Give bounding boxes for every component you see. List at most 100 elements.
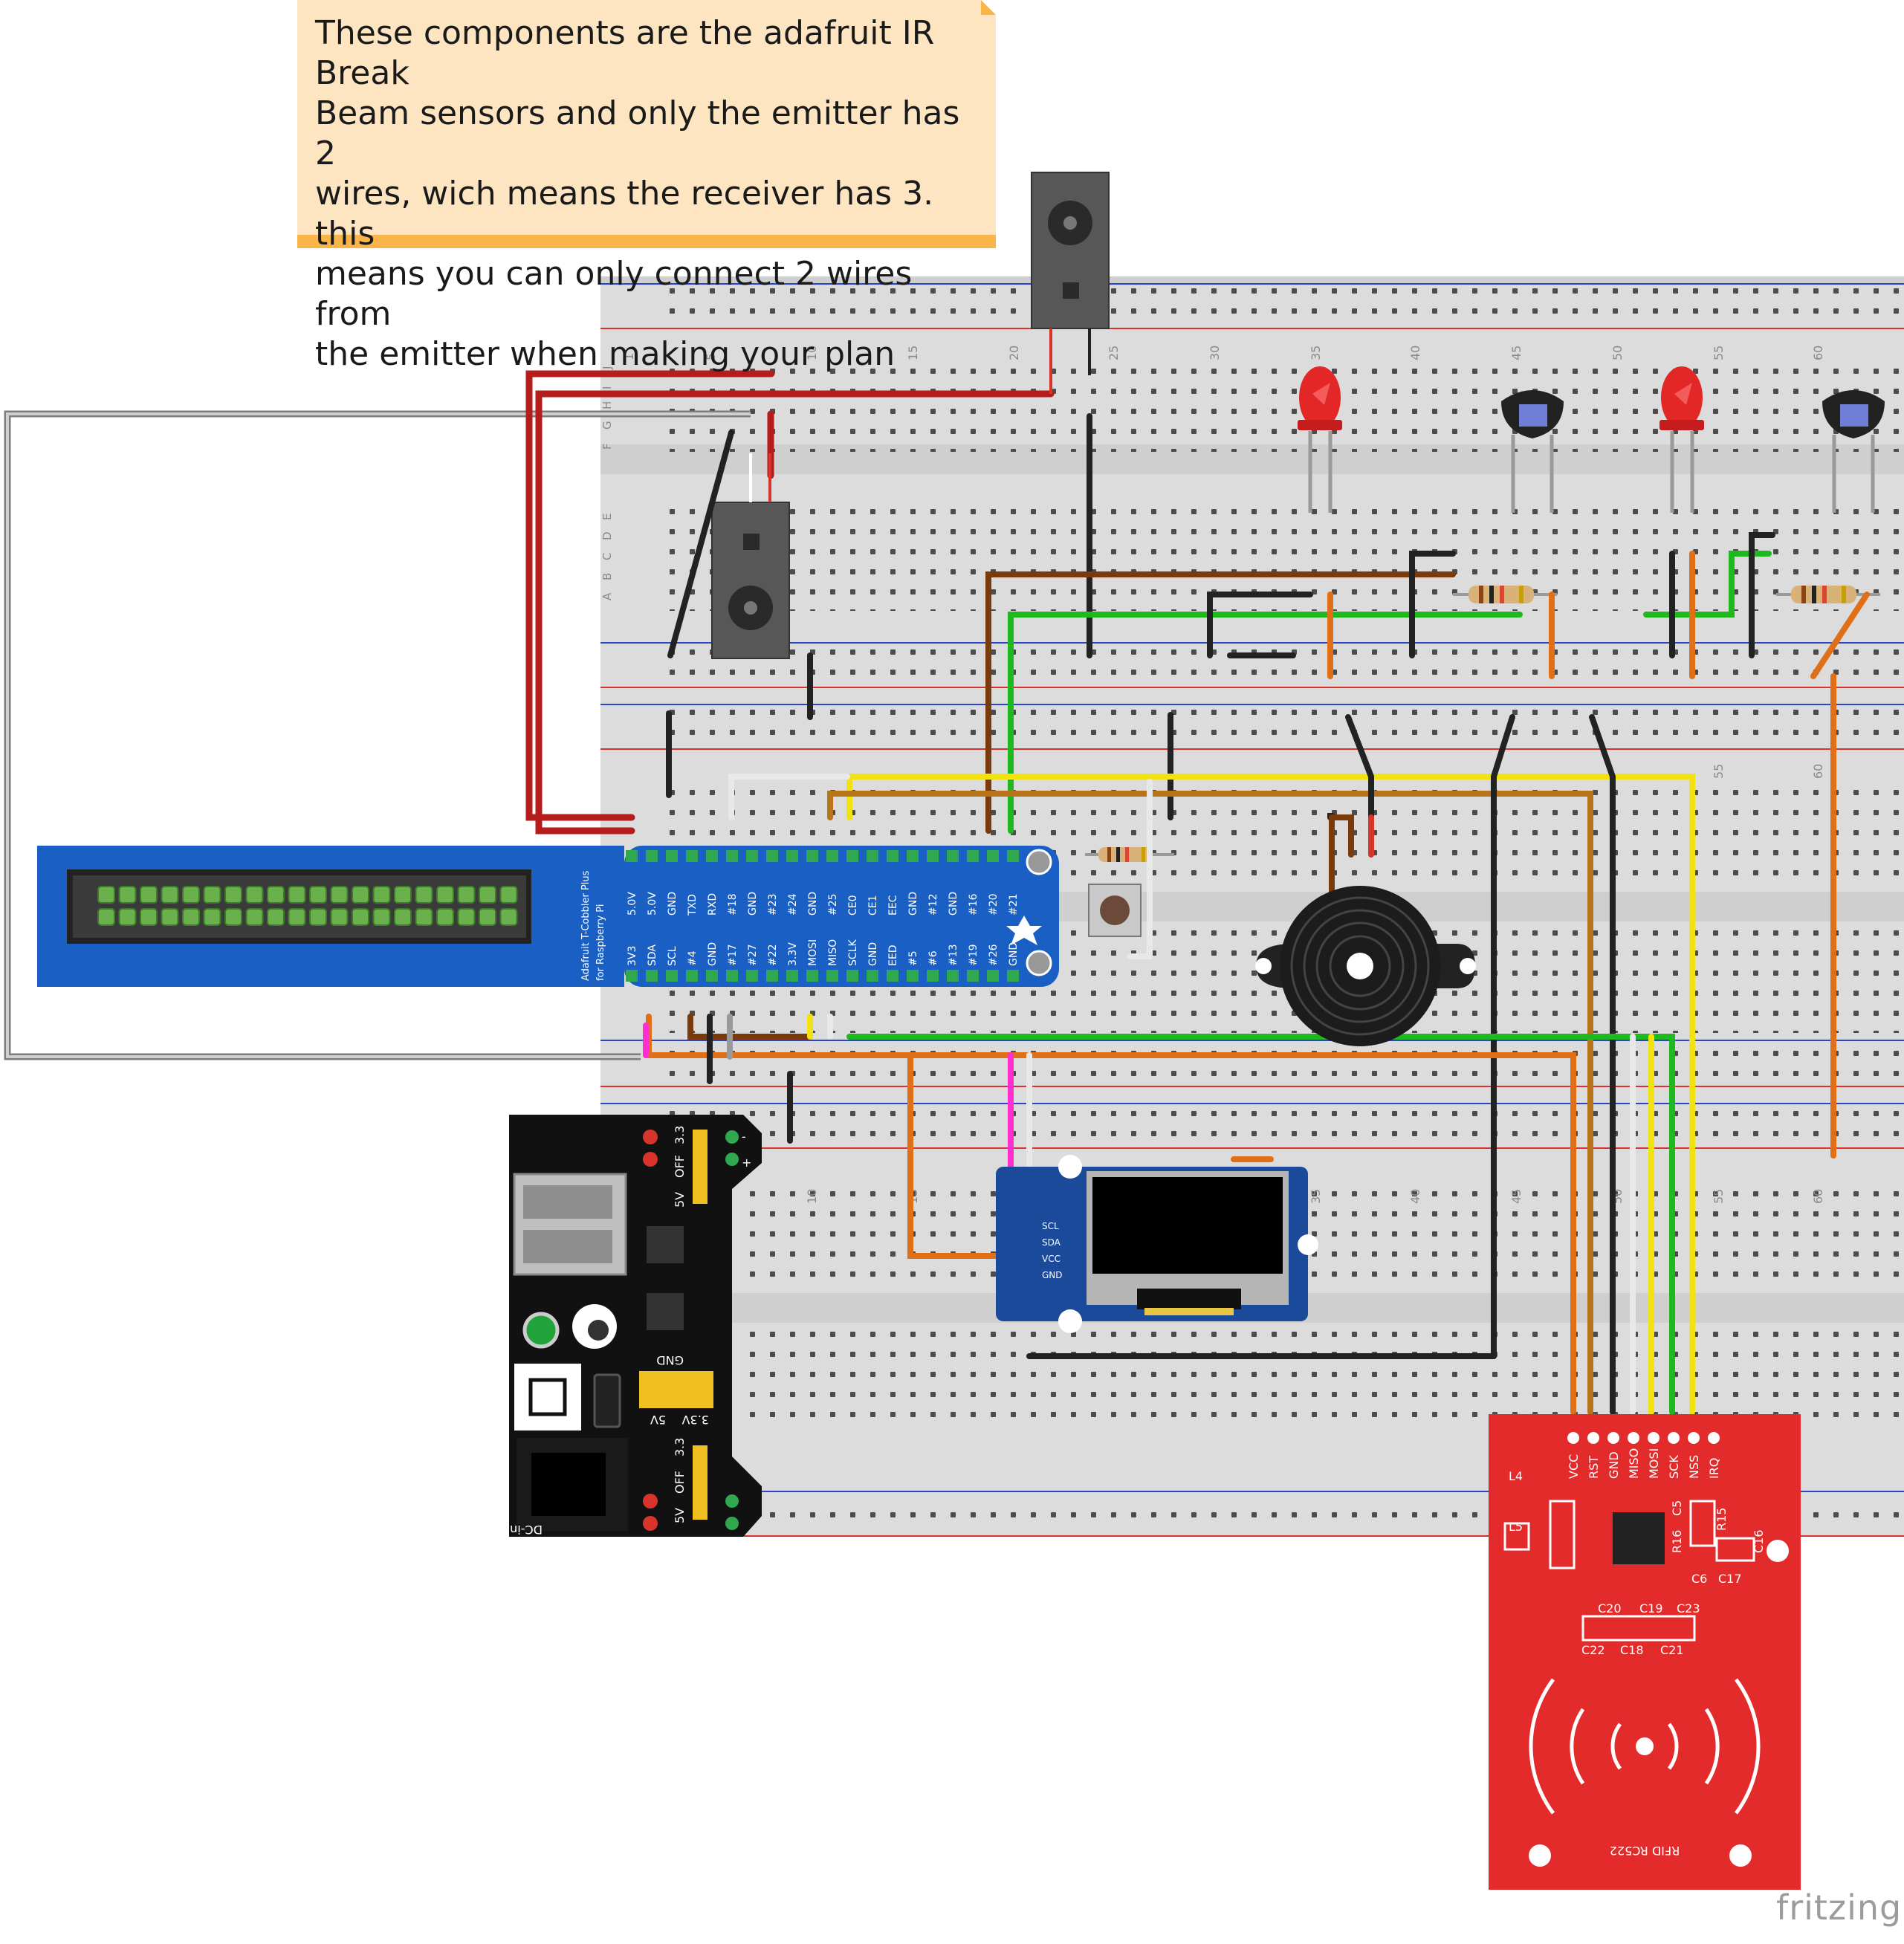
cobbler-pin[interactable] [786,970,798,982]
pm-label: 5V [673,1508,687,1523]
resistor-1[interactable] [1453,586,1557,603]
cobbler-pin-label: #21 [1008,893,1020,916]
oled-pin-label: SCL [1042,1221,1059,1231]
cobbler-pin[interactable] [927,970,939,982]
led-red-1[interactable] [1298,366,1342,513]
cobbler-pin[interactable] [947,850,959,862]
cobbler-pin-label: 3V3 [626,946,638,966]
cobbler-pin[interactable] [887,970,898,982]
cobbler-pin[interactable] [666,850,678,862]
cobbler-pin[interactable] [987,970,999,982]
cobbler-pin[interactable] [846,970,858,982]
cobbler-pin[interactable] [626,850,638,862]
cobbler-pin[interactable] [887,850,898,862]
cobbler-pin[interactable] [907,970,919,982]
wires-top-section[interactable] [666,413,1870,1159]
cobbler-pin-label: #17 [727,944,739,966]
cobbler-pin[interactable] [686,850,698,862]
led-red-2[interactable] [1659,366,1704,513]
ribbon-pin [479,908,496,926]
ribbon-pin [479,886,496,904]
power-module: 3.3 OFF 5V GND 5V 3.3V 3.3 OFF 5V DC-in … [509,1115,762,1537]
oled-pin-label: GND [1042,1270,1063,1280]
cobbler-pin[interactable] [806,850,818,862]
cobbler-pin-label: RXD [707,893,719,916]
ir-receiver-2[interactable] [1822,390,1885,513]
cobbler-pin[interactable] [706,850,718,862]
ribbon-pin [415,908,433,926]
cobbler-pin-label: 5.0V [626,892,638,916]
cobbler-pin[interactable] [967,970,979,982]
col-num: 60 [1811,1189,1825,1204]
resistor-3[interactable] [1085,847,1174,862]
cobbler-pin[interactable] [846,850,858,862]
rfid-pin-label: SCK [1667,1455,1681,1479]
pm-label: GND [656,1353,684,1367]
cobbler-pin-label: CE1 [867,895,879,916]
cobbler-pin[interactable] [746,850,758,862]
cobbler-pin[interactable] [1007,850,1019,862]
col-num: 1 [622,353,636,360]
cobbler-pin[interactable] [806,970,818,982]
cobbler-pin-label: #27 [747,944,759,966]
pm-label: DC-in [510,1523,543,1537]
col-num: 60 [1811,764,1825,779]
oled-display[interactable]: SCL SDA VCC GND [996,1155,1318,1333]
rfid-comp: L4 [1509,1469,1523,1483]
cobbler-pin[interactable] [746,970,758,982]
rfid-pin[interactable] [1688,1432,1700,1444]
wire-black-diagonal[interactable] [667,430,734,658]
cobbler-pin[interactable] [646,850,658,862]
resistor-2[interactable] [1776,586,1880,603]
cobbler-pin[interactable] [626,970,638,982]
cobbler-pin[interactable] [766,970,778,982]
push-button[interactable] [1088,884,1142,937]
ir-emitter-top[interactable] [1031,172,1110,394]
cobbler-pin[interactable] [907,850,919,862]
ribbon-pin [436,886,454,904]
rfid-pin[interactable] [1708,1432,1720,1444]
cobbler-subtitle: for Raspberry Pi [595,904,606,981]
cobbler-pin-label: GND [948,892,959,916]
cobbler-pin[interactable] [867,850,878,862]
rfid-rc522[interactable] [1489,1414,1801,1890]
cobbler-pin-label: #6 [927,950,939,966]
col-num: 45 [1509,1189,1523,1204]
cobbler-pin[interactable] [947,970,959,982]
cobbler-pin[interactable] [1007,970,1019,982]
ribbon-pin [372,886,391,904]
wire-gray-loop[interactable] [4,410,751,1060]
col-num: 40 [1408,1189,1422,1204]
cobbler-pin[interactable] [726,850,738,862]
rfid-pin[interactable] [1567,1432,1579,1444]
rfid-pin[interactable] [1587,1432,1599,1444]
rfid-pin[interactable] [1607,1432,1619,1444]
cobbler-pin[interactable] [646,970,658,982]
cobbler-pin[interactable] [666,970,678,982]
ir-receiver-1[interactable] [1501,390,1564,513]
rfid-pin[interactable] [1628,1432,1639,1444]
cobbler-pin[interactable] [867,970,878,982]
cobbler-pin[interactable] [766,850,778,862]
cobbler-pin[interactable] [967,850,979,862]
cobbler-pin[interactable] [786,850,798,862]
cobbler-pin[interactable] [686,970,698,982]
cobbler-pin[interactable] [826,970,838,982]
ribbon-pin [224,886,242,904]
buzzer[interactable] [1255,886,1476,1046]
col-num: 60 [1811,346,1825,360]
cobbler-pin[interactable] [826,850,838,862]
ribbon-pin [309,886,327,904]
cobbler-pin[interactable] [706,970,718,982]
cobbler-pin-label: GND [747,892,759,916]
rfid-comp: C16 [1752,1529,1766,1553]
cobbler-pin[interactable] [726,970,738,982]
col-num: 40 [1408,346,1422,360]
pm-label: OFF [673,1155,687,1178]
cobbler-pin[interactable] [927,850,939,862]
rfid-pin[interactable] [1668,1432,1680,1444]
cobbler-pin[interactable] [987,850,999,862]
rfid-pin[interactable] [1648,1432,1659,1444]
ir-emitter-left[interactable] [711,453,790,659]
